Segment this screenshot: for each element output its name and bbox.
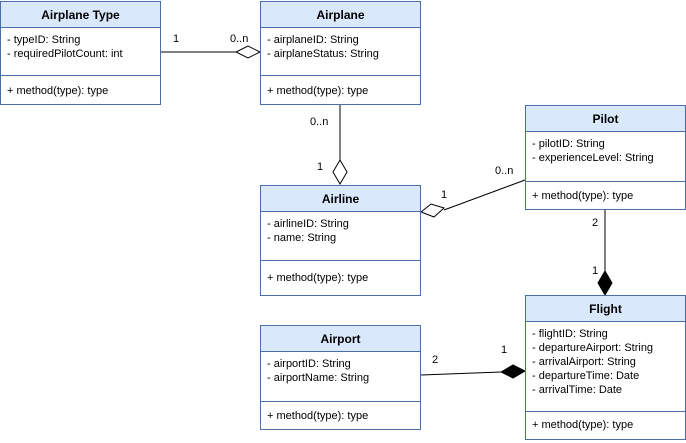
mult-pilot-source: 0..n: [495, 165, 513, 177]
attribute: - airportName: String: [267, 372, 370, 384]
class-flight[interactable]: Flight - flightID: String - departureAir…: [525, 295, 686, 440]
attributes-section: - typeID: String - requiredPilotCount: i…: [1, 28, 160, 76]
attribute: - airportID: String: [267, 358, 351, 370]
method: + method(type): type: [267, 272, 369, 284]
mult-pilot-flight-source: 2: [592, 217, 598, 229]
class-title: Airplane Type: [1, 2, 160, 28]
attributes-section: - airplaneID: String - airplaneStatus: S…: [261, 28, 420, 76]
composition-diamond-flight-top: [597, 270, 613, 296]
method: + method(type): type: [7, 85, 109, 97]
class-title: Airline: [261, 186, 420, 212]
attributes-section: - pilotID: String - experienceLevel: Str…: [526, 132, 685, 182]
mult-airline-target: 1: [317, 161, 323, 173]
class-title: Flight: [526, 296, 685, 322]
method: + method(type): type: [532, 419, 634, 431]
attribute: - airplaneStatus: String: [267, 48, 379, 60]
mult-airport-source: 2: [432, 354, 438, 366]
attributes-section: - airportID: String - airportName: Strin…: [261, 352, 420, 402]
attribute: - airplaneID: String: [267, 34, 359, 46]
edge-airport-flight: [420, 371, 502, 376]
class-airline[interactable]: Airline - airlineID: String - name: Stri…: [260, 185, 421, 296]
mult-flight-top-target: 1: [592, 265, 598, 277]
class-title: Pilot: [526, 106, 685, 132]
aggregation-diamond-airline-right: [420, 203, 445, 218]
aggregation-diamond-airplane: [234, 45, 262, 59]
attributes-section: - airlineID: String - name: String: [261, 212, 420, 261]
attribute: - arrivalTime: Date: [532, 384, 623, 396]
class-pilot[interactable]: Pilot - pilotID: String - experienceLeve…: [525, 105, 686, 210]
class-airport[interactable]: Airport - airportID: String - airportNam…: [260, 325, 421, 430]
attributes-section: - flightID: String - departureAirport: S…: [526, 322, 685, 412]
class-title: Airport: [261, 326, 420, 352]
attribute: - name: String: [267, 232, 337, 244]
aggregation-diamond-airline-top: [332, 159, 348, 185]
attribute: - requiredPilotCount: int: [7, 48, 123, 60]
composition-diamond-flight-left: [499, 364, 527, 379]
method: + method(type): type: [532, 190, 634, 202]
mult-airplane-source: 0..n: [310, 116, 328, 128]
attribute: - pilotID: String: [532, 138, 605, 150]
class-title: Airplane: [261, 2, 420, 28]
attribute: - flightID: String: [532, 328, 608, 340]
mult-airplanetype-source: 1: [173, 33, 179, 45]
attribute: - departureTime: Date: [532, 370, 640, 382]
attribute: - experienceLevel: String: [532, 152, 654, 164]
attribute: - typeID: String: [7, 34, 81, 46]
mult-airline-right-target: 1: [441, 189, 447, 201]
class-airplane-type[interactable]: Airplane Type - typeID: String - require…: [0, 1, 161, 105]
method: + method(type): type: [267, 85, 369, 97]
mult-flight-left-target: 1: [501, 344, 507, 356]
class-airplane[interactable]: Airplane - airplaneID: String - airplane…: [260, 1, 421, 105]
edge-pilot-airline: [443, 179, 526, 211]
attribute: - departureAirport: String: [532, 342, 654, 354]
attribute: - airlineID: String: [267, 218, 349, 230]
attribute: - arrivalAirport: String: [532, 356, 636, 368]
mult-airplanetype-target: 0..n: [230, 33, 248, 45]
method: + method(type): type: [267, 410, 369, 422]
